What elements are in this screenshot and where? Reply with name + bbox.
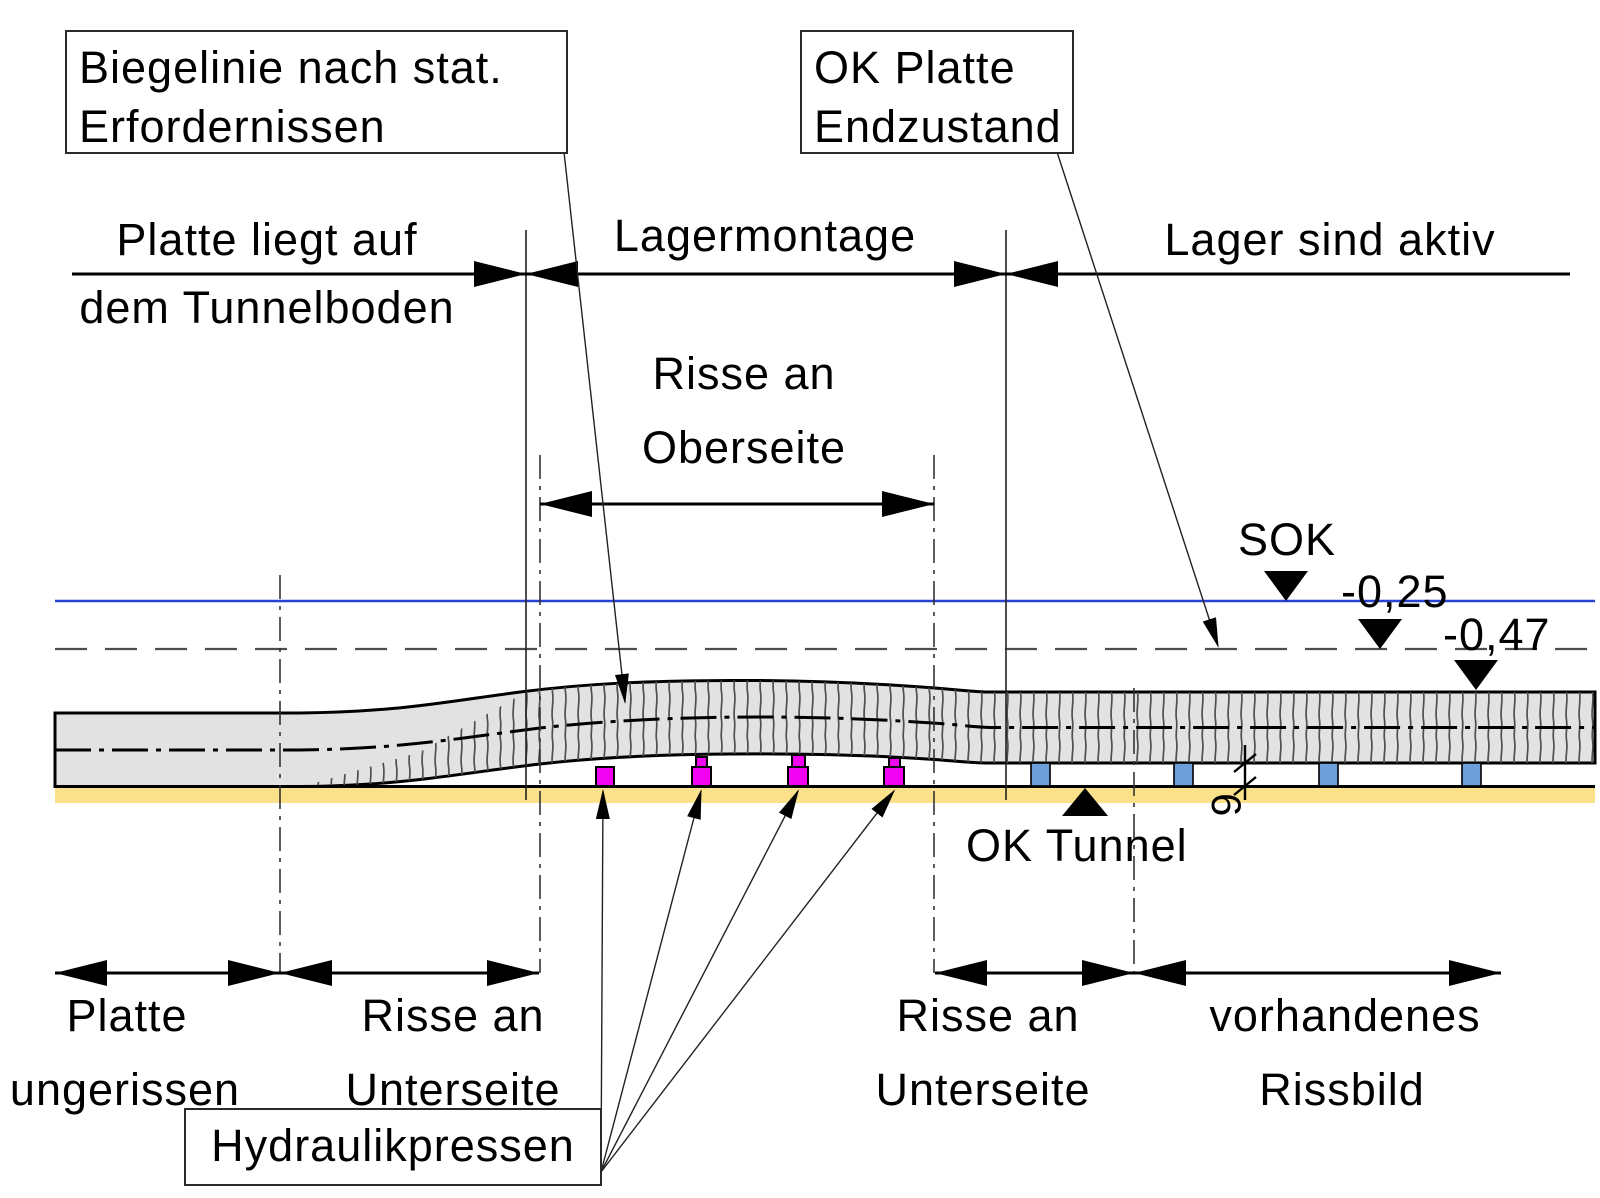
zone2-label-line1: Risse an [361,990,545,1041]
phase1-label-line2: dem Tunnelboden [79,282,455,333]
bearings [1030,762,1482,787]
slab-centerline [55,715,1595,752]
zone2-label-line2: Unterseite [345,1064,561,1115]
top-dimension-chain [72,261,1570,287]
risse-oberseite-dimension [540,491,934,517]
press-3 [787,766,809,787]
press-2 [691,766,712,787]
zone3-label-line1: Risse an [896,990,1080,1041]
ok-platte-text-line1: OK Platte [814,42,1016,93]
press-4 [883,766,905,787]
hydraulikpressen-callout-box: Hydraulikpressen [184,1108,602,1186]
risse-oberseite-label-line2: Oberseite [641,422,847,473]
biegelinie-text-line1: Biegelinie nach stat. [79,42,503,93]
ok-tunnel-marker [1062,788,1108,816]
bottom-dimension-right [935,960,1501,986]
bearing-1 [1030,762,1051,787]
bearing-3 [1318,762,1339,787]
tunnel-floor-band [55,788,1595,803]
zone4-label-line2: Rissbild [1259,1064,1425,1115]
minus47-level-marker [1454,660,1498,690]
zone1-label-line2: ungerissen [9,1064,241,1115]
phase3-label: Lager sind aktiv [1164,214,1496,265]
gap-value-label: 6 [1203,793,1250,818]
hydraulikpressen-text: Hydraulikpressen [211,1120,575,1171]
press-leaders [595,789,896,1173]
biegelinie-leader [556,88,629,704]
minus25-level-marker [1358,619,1402,649]
phase1-label-line1: Platte liegt auf [116,214,418,265]
biegelinie-text-line2: Erfordernissen [79,101,386,153]
ok-platte-leader [1056,151,1219,648]
zone4-label-line1: vorhandenes [1209,990,1481,1041]
hydraulic-presses [595,754,905,787]
zone3-label-line2: Unterseite [875,1064,1091,1115]
sok-label: SOK [1238,514,1337,565]
risse-oberseite-label-line1: Risse an [652,348,836,399]
cracks-bottom-left-zone [284,684,540,787]
zone1-label-line1: Platte [66,990,188,1041]
ok-tunnel-label: OK Tunnel [966,820,1188,871]
bearing-4 [1461,762,1482,787]
ok-platte-text-line2: Endzustand [814,101,1062,153]
phase2-label: Lagermontage [613,210,917,261]
bearing-2 [1173,762,1194,787]
press-1 [595,766,615,787]
minus47-label: -0,47 [1443,609,1551,660]
gap-dimension [1233,745,1257,800]
minus25-label: -0,25 [1341,566,1449,617]
sok-level-marker [1264,571,1308,601]
biegelinie-callout-box: Biegelinie nach stat. Erfordernissen [65,30,568,154]
ok-platte-callout-box: OK Platte Endzustand [800,30,1074,154]
bottom-dimension-left [55,960,539,986]
